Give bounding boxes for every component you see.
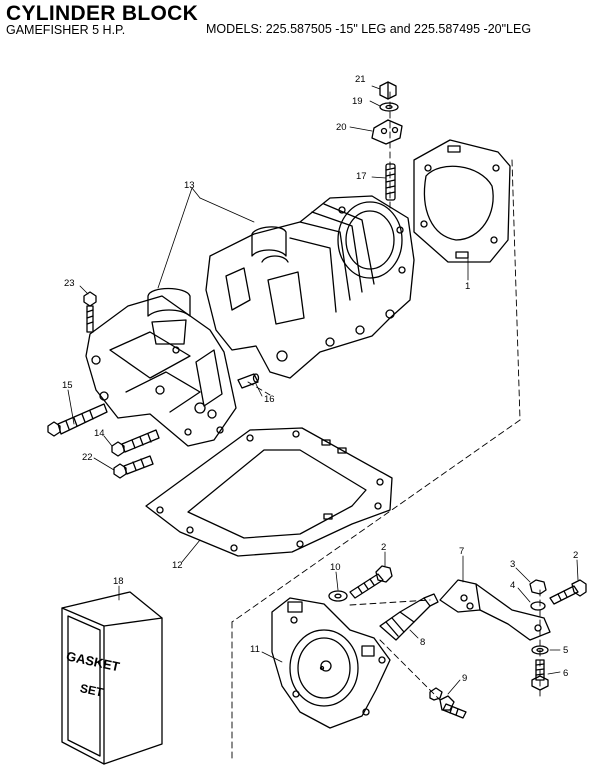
part-3-nut	[529, 579, 547, 595]
callout-8: 8	[420, 637, 425, 648]
callout-3: 3	[510, 559, 515, 570]
callout-12: 12	[172, 560, 183, 571]
callout-11: 11	[250, 644, 260, 655]
callout-9: 9	[462, 673, 467, 684]
part-7-bracket	[439, 579, 551, 641]
part-9-screw	[429, 687, 467, 719]
part-11-housing	[271, 597, 391, 729]
callout-1: 1	[465, 281, 470, 292]
models-line: MODELS: 225.587505 -15" LEG and 225.5874…	[206, 22, 532, 36]
gasket-set-label-line2: SET	[79, 681, 105, 700]
callout-22: 22	[82, 452, 93, 463]
part-8-fitting	[379, 593, 439, 641]
part-19-washer	[379, 102, 399, 112]
part-10-washer	[328, 590, 348, 602]
callout-6: 6	[563, 668, 568, 679]
crankcase-half	[85, 287, 237, 447]
callout-18: 18	[113, 576, 124, 587]
callout-2-left: 2	[381, 542, 386, 553]
part-15-screw	[47, 403, 108, 437]
part-1-exhaust-gasket	[413, 139, 511, 263]
part-6-screw	[531, 659, 549, 691]
part-2-screw-left	[349, 565, 393, 599]
callout-15: 15	[62, 380, 73, 391]
callout-17: 17	[356, 171, 367, 182]
diagram-subtitle: GAMEFISHER 5 H.P.	[6, 23, 126, 37]
part-18-gasket-set-box	[61, 591, 163, 765]
diagram-title: CYLINDER BLOCK	[6, 2, 199, 25]
part-20-bracket	[371, 119, 403, 145]
part-21-nut	[379, 81, 397, 100]
part-16-dowel-pin	[237, 373, 260, 389]
part-13-cylinder-block	[205, 195, 415, 379]
part-14-screw	[111, 429, 160, 457]
gasket-set-label-line1: GASKET	[65, 648, 121, 674]
callout-16: 16	[264, 394, 275, 405]
callout-21: 21	[355, 74, 366, 85]
part-17-stud	[385, 163, 396, 201]
callout-labels: 21 19 20 17 13 1 23 15 16 14 22 12 18 10…	[62, 74, 578, 684]
callout-19: 19	[352, 96, 363, 107]
callout-14: 14	[94, 428, 105, 439]
part-4-washer	[530, 601, 546, 611]
callout-4: 4	[510, 580, 515, 591]
callout-20: 20	[336, 122, 347, 133]
callout-10: 10	[330, 562, 341, 573]
part-22-screw	[113, 455, 154, 479]
part-12-base-gasket	[145, 427, 393, 557]
callout-2-right: 2	[573, 550, 578, 561]
part-5-washer	[531, 645, 549, 655]
part-2-screw-right	[549, 579, 587, 605]
callout-7: 7	[459, 546, 464, 557]
callout-5: 5	[563, 645, 568, 656]
callout-23: 23	[64, 278, 75, 289]
part-23-screw	[83, 291, 97, 333]
assembly-guide-lines	[231, 91, 541, 761]
callout-13: 13	[184, 180, 195, 191]
leader-lines	[67, 85, 579, 695]
